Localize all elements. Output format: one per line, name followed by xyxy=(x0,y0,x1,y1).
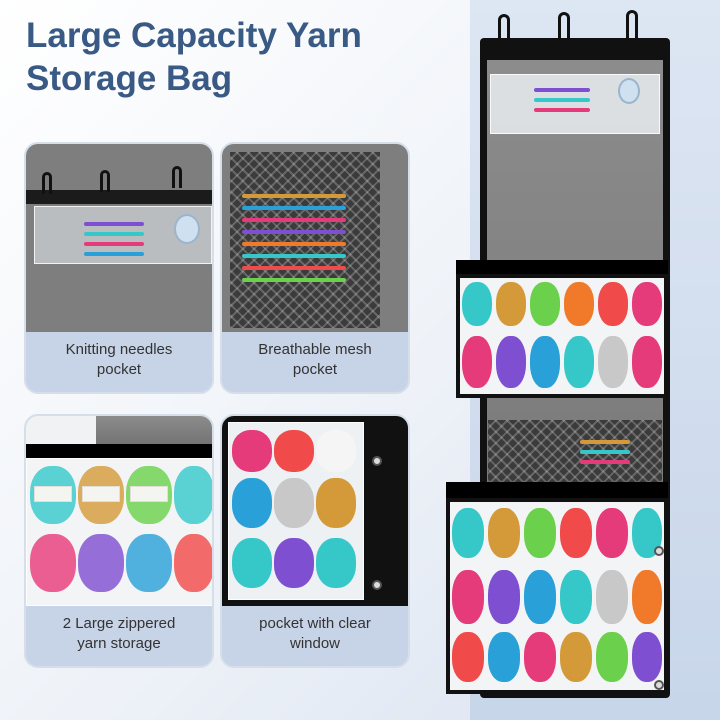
hanger-hook-icon xyxy=(626,10,638,40)
zipper xyxy=(456,260,668,274)
crochet-bunny-toy xyxy=(618,78,640,104)
hanger-hook-icon xyxy=(172,166,182,188)
mesh-panel xyxy=(230,152,380,328)
zipper xyxy=(26,444,212,458)
grommet xyxy=(372,580,382,590)
card-caption: pocket with clear window xyxy=(259,615,371,652)
grommet xyxy=(654,546,664,556)
zippered-storage-photo xyxy=(26,416,212,606)
card-caption: Knitting needles pocket xyxy=(65,341,173,378)
card-caption: Breathable mesh pocket xyxy=(258,341,372,378)
page-title: Large Capacity Yarn Storage Bag xyxy=(26,16,362,98)
grommet xyxy=(654,680,664,690)
mesh-pocket xyxy=(488,420,662,482)
hanger-hook-icon xyxy=(42,172,52,194)
card-clear-window: pocket with clear window xyxy=(220,414,410,668)
card-caption: 2 Large zippered yarn storage xyxy=(62,615,176,652)
crochet-bunny-toy xyxy=(174,214,200,244)
hanger-hook-icon xyxy=(558,12,570,40)
clear-window xyxy=(26,458,212,606)
grommet xyxy=(372,456,382,466)
needles-pocket-photo xyxy=(26,144,212,332)
card-mesh-pocket: Breathable mesh pocket xyxy=(220,142,410,394)
card-zippered-storage: 2 Large zippered yarn storage xyxy=(24,414,214,668)
mesh-pocket-photo xyxy=(222,144,408,332)
zipper xyxy=(446,482,668,498)
hanger-hook-icon xyxy=(498,14,510,40)
clear-window-photo xyxy=(222,416,408,606)
card-knitting-needles: Knitting needles pocket xyxy=(24,142,214,394)
hanger-hook-icon xyxy=(100,170,110,192)
